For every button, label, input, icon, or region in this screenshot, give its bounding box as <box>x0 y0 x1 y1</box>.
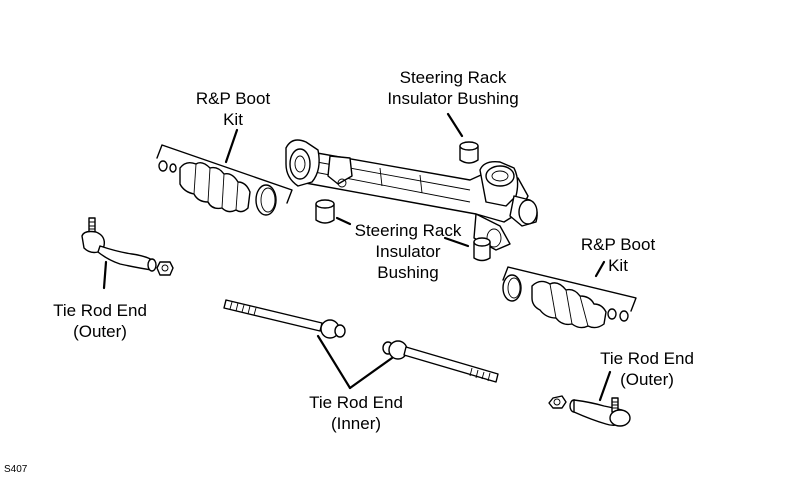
label-tie-rod-outer-left: Tie Rod End (Outer) <box>40 300 160 342</box>
label-line: Steering Rack <box>354 221 462 240</box>
label-line: (Outer) <box>620 370 674 389</box>
label-line: Steering Rack <box>399 68 507 87</box>
label-boot-kit-right: R&P Boot Kit <box>563 234 673 276</box>
tie-rod-end-inner-left <box>223 299 346 339</box>
label-line: Tie Rod End <box>309 393 403 412</box>
boot-kit-left <box>156 144 293 216</box>
insulator-bushing-top <box>459 141 479 164</box>
label-line: Insulator Bushing <box>387 89 519 108</box>
boot-kit-right <box>502 266 637 329</box>
label-line: (Outer) <box>73 322 127 341</box>
steering-rack-housing <box>285 139 538 251</box>
leader-lines <box>102 112 612 402</box>
label-bushing-middle: Steering Rack Insulator Bushing <box>348 220 468 283</box>
tie-rod-end-inner-right <box>382 340 499 383</box>
label-line: R&P Boot <box>580 235 656 254</box>
diagram-code: S407 <box>4 464 28 475</box>
insulator-bushing-lower <box>473 237 491 262</box>
label-line: Bushing <box>377 263 439 282</box>
tie-rod-end-outer-right <box>548 395 631 427</box>
label-bushing-top: Steering Rack Insulator Bushing <box>378 67 528 109</box>
label-line: Tie Rod End <box>53 301 147 320</box>
label-boot-kit-left: R&P Boot Kit <box>178 88 288 130</box>
label-tie-rod-outer-right: Tie Rod End (Outer) <box>587 348 707 390</box>
label-tie-rod-inner: Tie Rod End (Inner) <box>296 392 416 434</box>
label-line: Kit <box>223 110 243 129</box>
tie-rod-end-outer-left <box>81 217 174 276</box>
label-line: Kit <box>608 256 628 275</box>
insulator-bushing-middle <box>315 199 335 224</box>
label-line: Insulator <box>375 242 441 261</box>
label-line: Tie Rod End <box>600 349 694 368</box>
label-line: (Inner) <box>330 414 382 433</box>
label-line: R&P Boot <box>195 89 271 108</box>
